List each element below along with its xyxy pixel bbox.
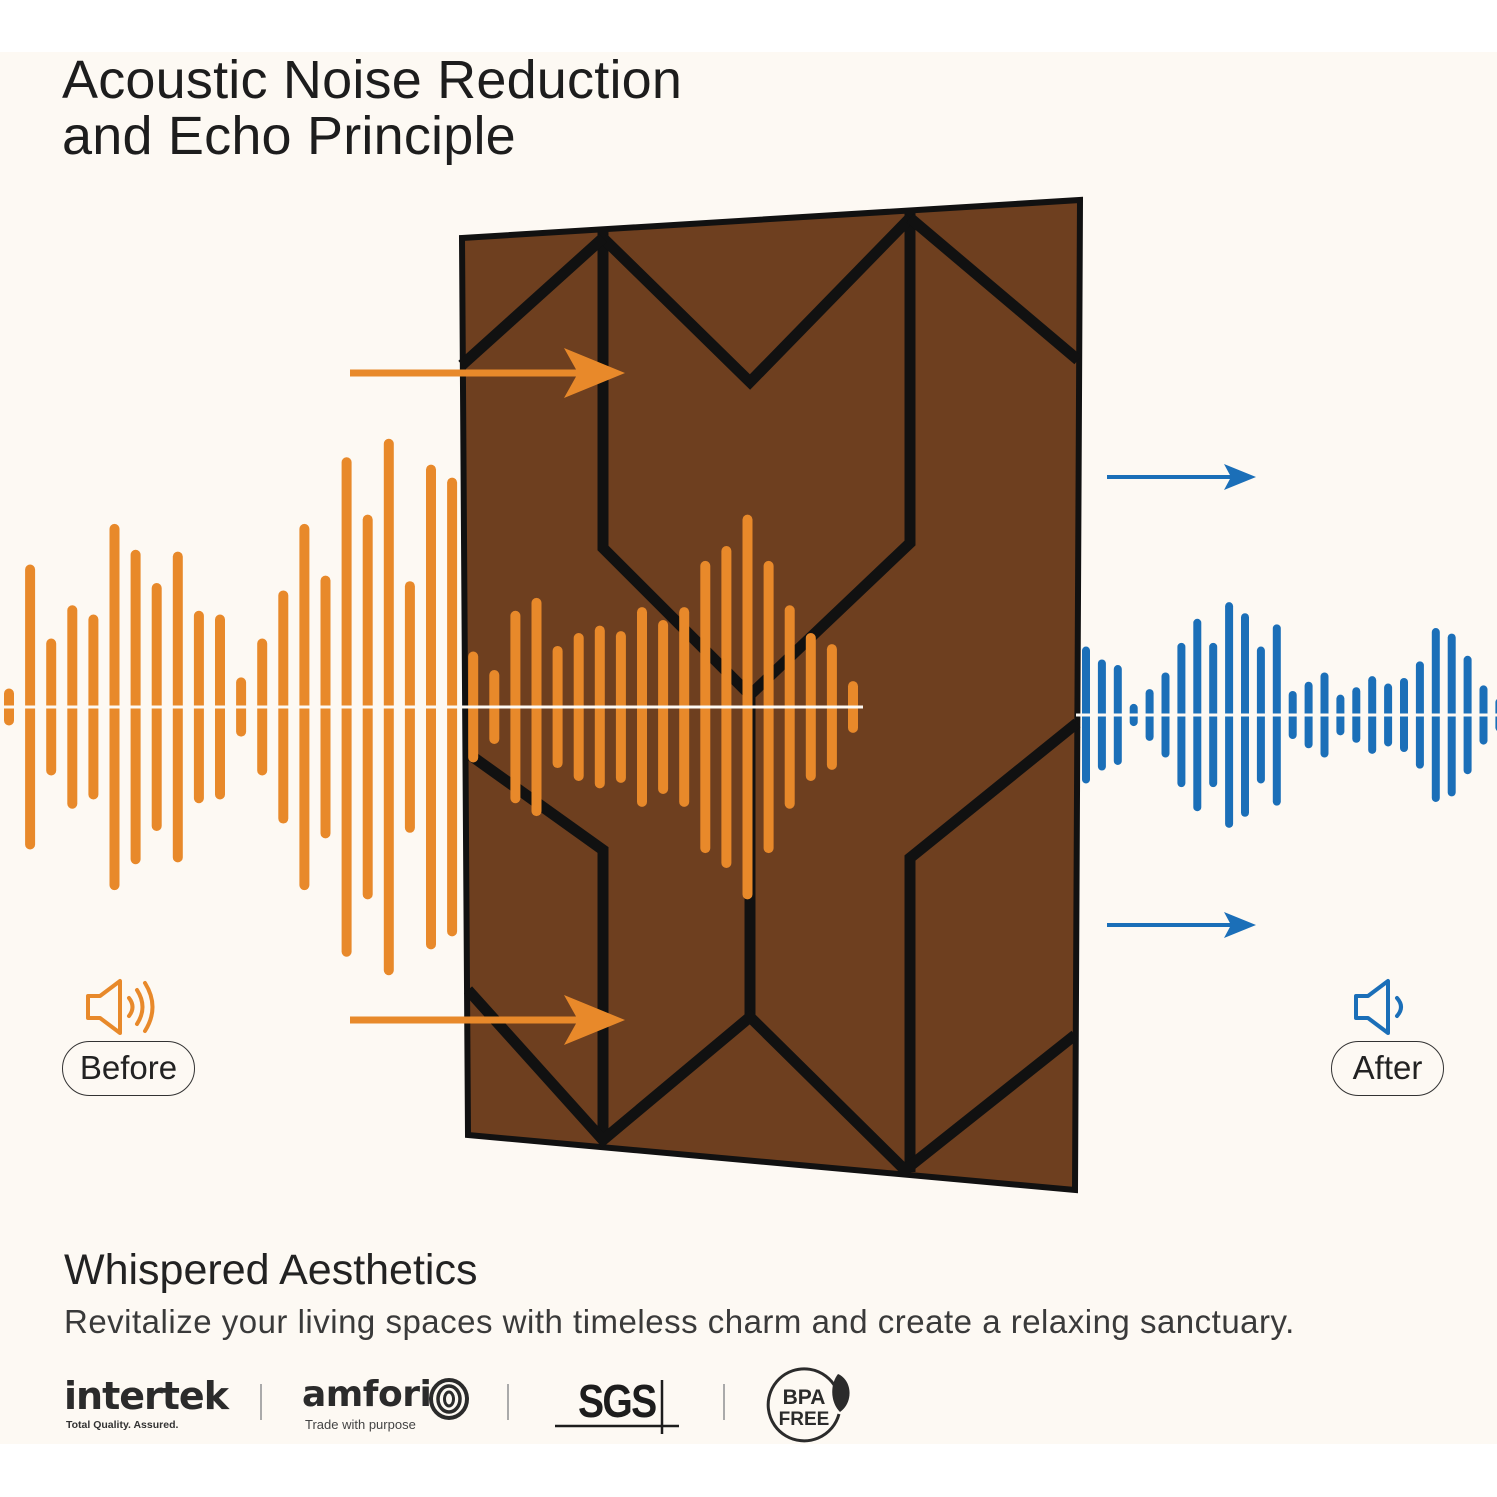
output-arrow-top — [1107, 464, 1256, 490]
sgs-underline-icon — [555, 1380, 679, 1434]
amfori-ring-icon — [429, 1378, 469, 1420]
section-heading: Whispered Aesthetics — [64, 1246, 478, 1294]
waveform-after — [1076, 602, 1497, 828]
intertek-tagline: Total Quality. Assured. — [66, 1419, 179, 1431]
title-line-1: Acoustic Noise Reduction — [62, 50, 683, 110]
section-description: Revitalize your living spaces with timel… — [64, 1303, 1295, 1340]
page-title: Acoustic Noise Reduction and Echo Princi… — [62, 52, 682, 164]
bpa-free-badge: BPA FREE — [766, 1367, 850, 1443]
intertek-logo: intertek — [64, 1374, 229, 1418]
input-arrow-bottom — [350, 995, 625, 1045]
amfori-logo: amfori — [302, 1374, 432, 1415]
speaker-quiet-icon — [1354, 979, 1403, 1035]
certification-logos: intertek Total Quality. Assured. amfori … — [0, 1360, 1497, 1450]
logo-divider — [507, 1384, 509, 1420]
title-line-2: and Echo Principle — [62, 106, 516, 166]
logo-divider — [723, 1384, 725, 1420]
input-arrow-top — [350, 348, 625, 398]
after-label: After — [1331, 1041, 1444, 1096]
speaker-loud-icon — [86, 979, 155, 1035]
amfori-tagline: Trade with purpose — [305, 1417, 416, 1432]
sgs-logo: SGS — [578, 1375, 657, 1427]
output-arrow-bottom — [1107, 912, 1256, 938]
bpa-text: BPA — [783, 1386, 826, 1409]
logo-divider — [260, 1384, 262, 1420]
waveform-before — [0, 438, 863, 976]
free-text: FREE — [779, 1409, 830, 1430]
before-label: Before — [62, 1041, 195, 1096]
